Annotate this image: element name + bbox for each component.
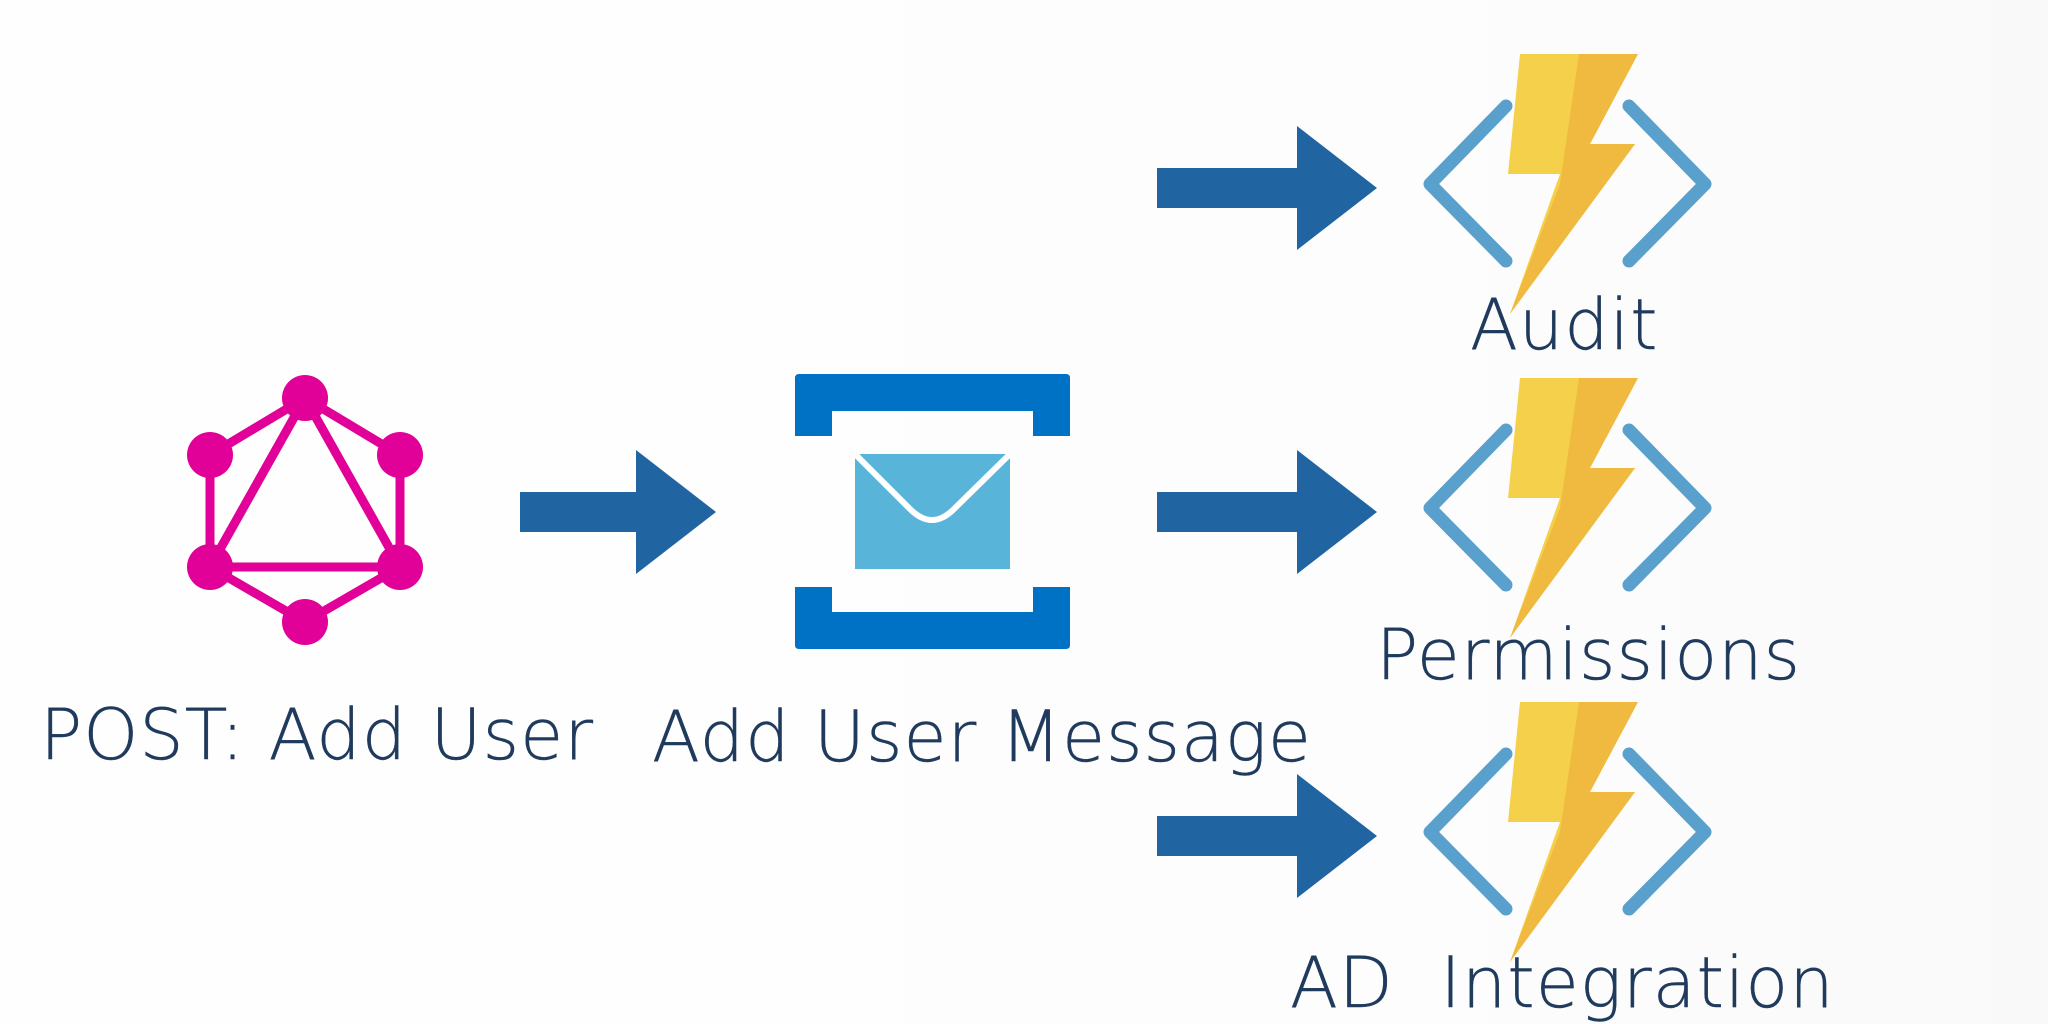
function-label-permissions: Permissions <box>1376 614 1802 696</box>
service-bus-queue-icon <box>795 374 1070 649</box>
arrow-source-to-queue <box>520 450 716 574</box>
source-label: POST: Add User <box>40 694 594 776</box>
envelope-icon <box>852 451 1013 569</box>
azure-function-icon <box>1423 54 1712 314</box>
function-label-audit: Audit <box>1470 284 1659 366</box>
arrow-queue-to-audit <box>1157 126 1377 250</box>
queue-label: Add User Message <box>652 696 1312 778</box>
azure-function-icon <box>1423 378 1712 638</box>
azure-function-icon <box>1423 702 1712 962</box>
graphql-icon <box>187 375 423 645</box>
arrow-queue-to-ad-integration <box>1157 774 1377 898</box>
arrow-queue-to-permissions <box>1157 450 1377 574</box>
function-label-ad-integration: AD Integration <box>1290 942 1835 1024</box>
